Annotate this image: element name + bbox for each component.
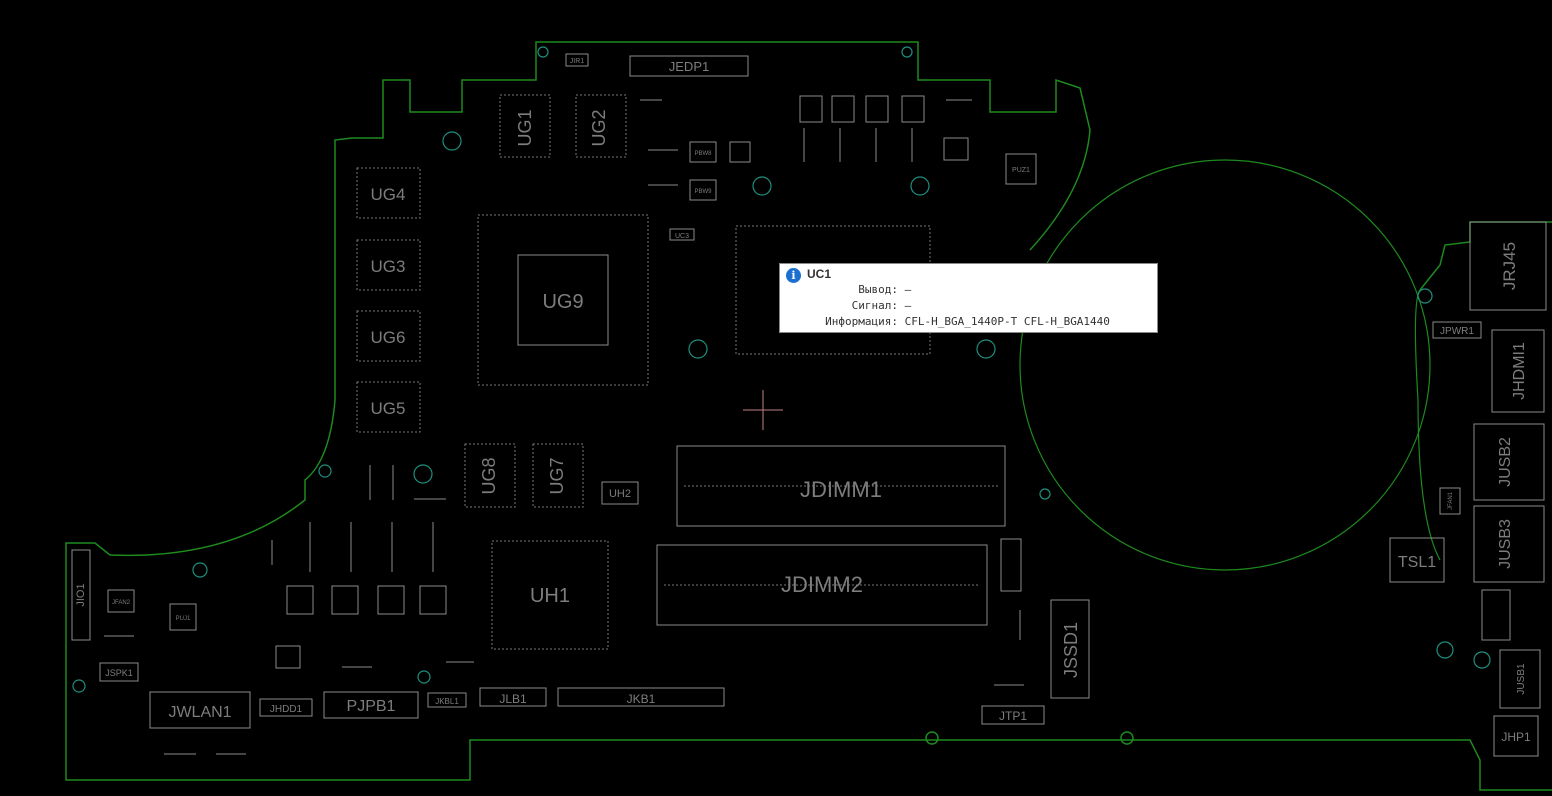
cursor-crosshair <box>743 390 783 430</box>
svg-text:JUSB2: JUSB2 <box>1497 437 1514 487</box>
svg-text:JPWR1: JPWR1 <box>1440 326 1474 337</box>
board-outline <box>65 41 1552 791</box>
svg-text:JEDP1: JEDP1 <box>669 59 709 74</box>
component-jkb1[interactable]: JKB1 <box>557 687 725 707</box>
component-uh1[interactable]: UH1 <box>491 540 609 650</box>
component-pbw9[interactable]: PBW9 <box>689 179 717 201</box>
svg-text:JIR1: JIR1 <box>570 58 585 65</box>
component-jssd1[interactable]: JSSD1 <box>1050 599 1090 699</box>
svg-text:JRJ45: JRJ45 <box>1500 242 1519 290</box>
component-jtp1[interactable]: JTP1 <box>981 705 1045 725</box>
svg-text:PBW8: PBW8 <box>694 151 712 157</box>
tooltip-value: — <box>904 299 912 312</box>
component-jfan1[interactable]: JFAN1 <box>1439 487 1461 515</box>
component-jpwr1[interactable]: JPWR1 <box>1432 321 1482 339</box>
svg-text:PUJ1: PUJ1 <box>176 616 191 622</box>
svg-text:JFAN2: JFAN2 <box>112 600 131 606</box>
component-uc3[interactable]: UC3 <box>669 228 695 241</box>
tooltip-row-signal: Сигнал: — <box>780 299 1150 312</box>
component-jdimm1[interactable]: JDIMM1 <box>676 445 1006 527</box>
component-jio1[interactable]: JIO1 <box>71 549 91 641</box>
svg-text:UG1: UG1 <box>515 109 535 146</box>
tooltip-row-info: Информация: CFL-H_BGA_1440P-T CFL-H_BGA1… <box>780 315 1150 328</box>
tooltip-row-pin: Вывод: — <box>780 283 1150 296</box>
component-ug5[interactable]: UG5 <box>356 381 421 433</box>
svg-text:UG2: UG2 <box>589 109 609 146</box>
svg-text:UC3: UC3 <box>675 233 689 240</box>
component-jspk1[interactable]: JSPK1 <box>99 662 139 682</box>
component-ug4[interactable]: UG4 <box>356 167 421 219</box>
svg-text:UG7: UG7 <box>547 457 567 494</box>
component-puj1[interactable]: PUJ1 <box>169 603 197 631</box>
tooltip-value: — <box>904 283 912 296</box>
tooltip-key: Вывод: <box>858 283 898 296</box>
component-jwlan1[interactable]: JWLAN1 <box>149 691 251 729</box>
svg-text:JWLAN1: JWLAN1 <box>168 704 231 721</box>
svg-text:UG5: UG5 <box>371 399 406 418</box>
component-jkbl1[interactable]: JKBL1 <box>427 692 467 708</box>
svg-text:JFAN1: JFAN1 <box>1448 491 1454 510</box>
svg-text:JLB1: JLB1 <box>499 692 527 706</box>
component-ug2[interactable]: UG2 <box>575 94 627 158</box>
components: JEDP1 JIR1 UG1 UG2 UG4 UG3 UG6 UG5 UG9 U… <box>71 53 1547 757</box>
small-passives <box>104 95 1511 755</box>
component-jrj45[interactable]: JRJ45 <box>1469 221 1547 311</box>
component-jedp1[interactable]: JEDP1 <box>629 55 749 77</box>
component-ug1[interactable]: UG1 <box>499 94 551 158</box>
info-icon: i <box>786 268 801 283</box>
tooltip-value: CFL-H_BGA_1440P-T CFL-H_BGA1440 <box>904 315 1110 328</box>
svg-text:JTP1: JTP1 <box>999 709 1027 723</box>
svg-text:PUZ1: PUZ1 <box>1012 167 1030 174</box>
svg-text:JHP1: JHP1 <box>1501 730 1531 744</box>
component-uh2[interactable]: UH2 <box>601 481 639 505</box>
svg-text:JDIMM1: JDIMM1 <box>800 477 882 502</box>
component-jir1[interactable]: JIR1 <box>565 53 589 67</box>
tooltip-key: Информация: <box>825 315 898 328</box>
svg-text:UG4: UG4 <box>371 185 406 204</box>
component-tsl1[interactable]: TSL1 <box>1389 537 1445 583</box>
component-jusb1[interactable]: JUSB1 <box>1499 649 1541 709</box>
svg-text:JHDD1: JHDD1 <box>270 704 303 715</box>
component-jdimm2[interactable]: JDIMM2 <box>656 544 988 626</box>
svg-text:UH1: UH1 <box>530 585 570 607</box>
svg-text:PBW9: PBW9 <box>694 189 712 195</box>
component-jusb3[interactable]: JUSB3 <box>1473 505 1545 583</box>
svg-text:JHDMI1: JHDMI1 <box>1511 342 1528 400</box>
svg-text:JSSD1: JSSD1 <box>1061 622 1081 678</box>
svg-text:UG9: UG9 <box>542 291 583 313</box>
component-jhp1[interactable]: JHP1 <box>1493 715 1539 757</box>
component-ug7[interactable]: UG7 <box>532 443 584 508</box>
component-jhdd1[interactable]: JHDD1 <box>259 698 313 717</box>
component-ug9[interactable]: UG9 <box>477 214 649 386</box>
component-ug6[interactable]: UG6 <box>356 310 421 362</box>
tooltip-title: UC1 <box>807 267 832 281</box>
mounting-holes <box>72 46 1491 693</box>
component-pbw8[interactable]: PBW8 <box>689 141 717 163</box>
svg-text:TSL1: TSL1 <box>1398 554 1436 571</box>
component-jusb2[interactable]: JUSB2 <box>1473 423 1545 501</box>
component-info-tooltip: i UC1 Вывод: — Сигнал: — Информация: CFL… <box>779 263 1158 333</box>
svg-text:UH2: UH2 <box>609 488 631 500</box>
svg-text:UG3: UG3 <box>371 257 406 276</box>
tooltip-key: Сигнал: <box>851 299 898 312</box>
svg-text:JSPK1: JSPK1 <box>105 668 133 678</box>
svg-text:JDIMM2: JDIMM2 <box>781 572 863 597</box>
svg-text:JKB1: JKB1 <box>627 692 656 706</box>
svg-text:PJPB1: PJPB1 <box>347 698 396 715</box>
component-jfan2[interactable]: JFAN2 <box>107 589 135 613</box>
svg-text:JUSB1: JUSB1 <box>1516 663 1527 695</box>
component-jlb1[interactable]: JLB1 <box>479 687 547 707</box>
svg-text:JKBL1: JKBL1 <box>435 697 459 706</box>
component-puz1[interactable]: PUZ1 <box>1005 153 1037 185</box>
component-pjpb1[interactable]: PJPB1 <box>323 691 419 719</box>
component-ug3[interactable]: UG3 <box>356 239 421 291</box>
svg-text:UG8: UG8 <box>479 457 499 494</box>
component-ug8[interactable]: UG8 <box>464 443 516 508</box>
svg-text:UG6: UG6 <box>371 328 406 347</box>
svg-text:JUSB3: JUSB3 <box>1497 519 1514 569</box>
svg-text:JIO1: JIO1 <box>75 583 87 606</box>
component-jhdmi1[interactable]: JHDMI1 <box>1491 329 1545 413</box>
